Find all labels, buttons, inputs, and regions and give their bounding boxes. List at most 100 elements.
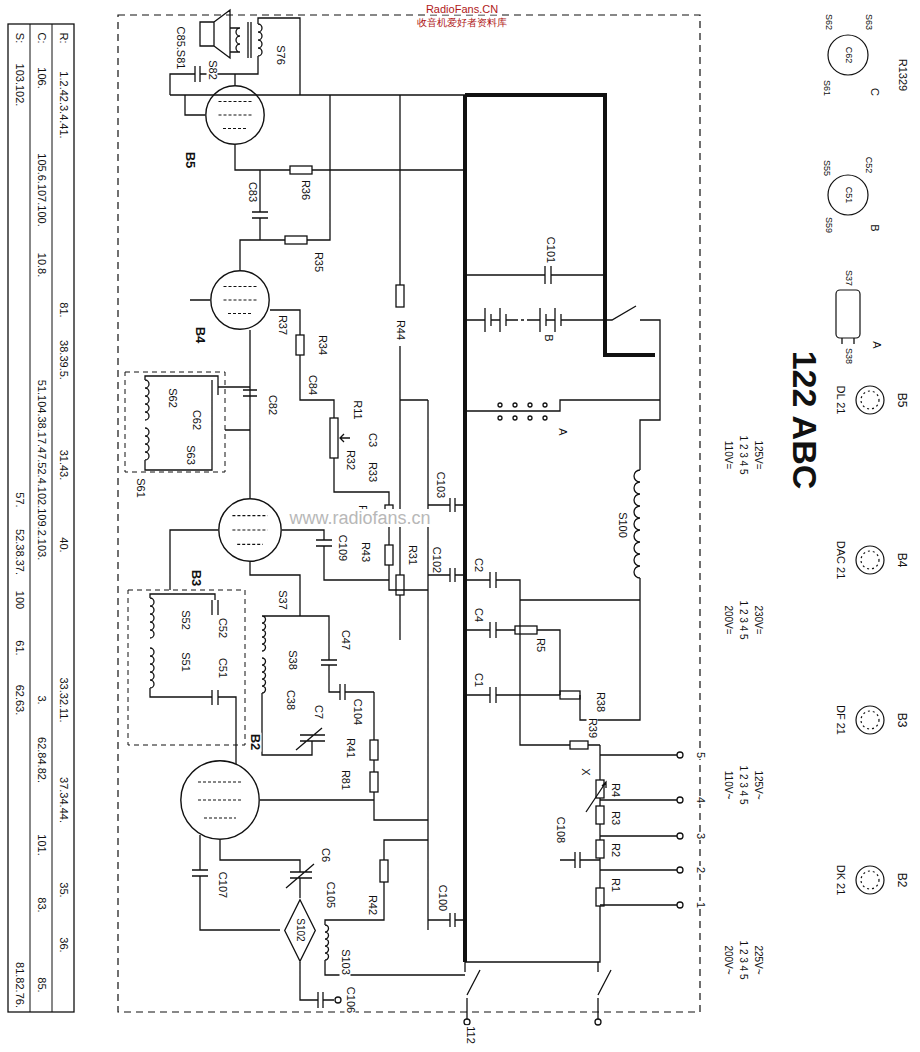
part-label: C bbox=[869, 87, 880, 97]
socket-label: DAC 21 bbox=[835, 540, 846, 581]
part-label: C38 bbox=[285, 689, 296, 711]
node-label: B3 bbox=[190, 569, 203, 588]
terminal-number: 5 bbox=[695, 751, 706, 759]
socket-label: B3 bbox=[896, 712, 908, 729]
part-label: C4 bbox=[473, 607, 484, 623]
part-label: C84 bbox=[307, 374, 318, 396]
switch-contact bbox=[528, 416, 532, 420]
part-label: S100 bbox=[617, 511, 628, 539]
valve-envelope bbox=[219, 499, 281, 561]
voltage-label: 1 2 3 4 5 bbox=[738, 765, 748, 806]
part-label: A bbox=[871, 340, 882, 349]
valve-envelope bbox=[206, 86, 264, 144]
valve-electrodes bbox=[219, 102, 252, 129]
socket-pins bbox=[861, 391, 879, 409]
socket-pins bbox=[861, 871, 879, 889]
terminal-number: 3 bbox=[695, 832, 706, 840]
valve-symbol: B5 bbox=[205, 85, 265, 145]
part-label: C104 bbox=[352, 698, 363, 726]
table-cell: 52.38.37. bbox=[14, 528, 25, 576]
part-label: S38 bbox=[844, 347, 853, 365]
part-label: S63 bbox=[864, 13, 873, 31]
resistor-symbol bbox=[296, 335, 304, 355]
table-cell: 83. bbox=[36, 896, 47, 913]
table-cell: 85. bbox=[36, 976, 47, 993]
part-label: R11 bbox=[352, 399, 363, 420]
resistor-symbol bbox=[596, 780, 604, 798]
resistor-symbol bbox=[396, 575, 404, 595]
watermark: RadioFans.CN bbox=[425, 4, 499, 15]
table-rule bbox=[30, 24, 52, 1012]
table-cell: 61. bbox=[14, 639, 25, 656]
part-label: C1 bbox=[473, 672, 484, 688]
part-label: S51 bbox=[180, 651, 191, 673]
resistor-symbol bbox=[370, 740, 378, 760]
part-label: S37 bbox=[277, 589, 288, 611]
battery-gap bbox=[515, 319, 530, 320]
resistor-symbols bbox=[285, 166, 604, 906]
part-label: S103 bbox=[340, 948, 351, 976]
part-label: R37 bbox=[277, 314, 288, 336]
part-label: R4 bbox=[610, 782, 621, 798]
valve-symbol: B3 bbox=[218, 498, 282, 562]
table-cell: 33.32.11. bbox=[58, 676, 69, 723]
table-cell: 37.34.44. bbox=[58, 776, 69, 824]
part-label: S62 bbox=[824, 13, 833, 31]
watermark: www.radiofans.cn bbox=[288, 509, 431, 527]
part-label: R39 bbox=[587, 717, 598, 739]
terminal-dot bbox=[677, 902, 683, 908]
part-label: S52 bbox=[180, 609, 191, 631]
part-label: C6 bbox=[320, 847, 331, 863]
part-label: C82 bbox=[267, 394, 278, 416]
resistor-symbol bbox=[285, 236, 307, 244]
aerial-terminal bbox=[335, 997, 341, 1003]
switch-contact bbox=[498, 416, 502, 420]
terminal-number: 1 bbox=[695, 901, 706, 909]
socket-label: DK 21 bbox=[835, 864, 846, 897]
part-label: C103 bbox=[435, 471, 446, 499]
table-cell: 1.2.42.3.4.41. bbox=[58, 70, 69, 139]
voltage-label: 200V= bbox=[723, 604, 733, 635]
valve-envelope bbox=[211, 271, 269, 329]
part-label: R33 bbox=[367, 461, 378, 483]
table-cell: 31.43. bbox=[58, 449, 69, 482]
switch-contact bbox=[498, 403, 502, 407]
part-label: R2 bbox=[610, 842, 621, 858]
part-label: R44 bbox=[395, 319, 406, 341]
part-label: C51 bbox=[217, 657, 228, 679]
part-label: C7 bbox=[313, 704, 324, 720]
resistor-symbol bbox=[396, 285, 404, 307]
table-cell: R: bbox=[58, 32, 69, 45]
plug-label: 112 bbox=[465, 1025, 476, 1045]
part-label: R42 bbox=[367, 894, 378, 916]
part-label: R34 bbox=[317, 334, 328, 356]
resistor-symbol bbox=[385, 545, 393, 565]
table-cell: 106. bbox=[36, 66, 47, 89]
watermark: 收音机爱好者资料库 bbox=[416, 18, 508, 28]
part-label: C105 bbox=[325, 881, 336, 909]
voltage-label: 1 2 3 4 5 bbox=[738, 435, 748, 476]
part-label: S59 bbox=[824, 216, 833, 234]
table-cell: 105.6.107.100. bbox=[36, 152, 47, 227]
part-label: R36 bbox=[300, 179, 311, 201]
valve-envelope bbox=[181, 761, 259, 839]
switch-contact bbox=[513, 403, 517, 407]
socket-label: DF 21 bbox=[835, 704, 846, 736]
table-cell: 36. bbox=[58, 936, 69, 953]
socket-label: B5 bbox=[896, 392, 908, 409]
if-can-outline bbox=[128, 590, 245, 745]
part-label: R3 bbox=[610, 810, 621, 826]
part-label: C83 bbox=[247, 181, 258, 203]
part-label: C62 bbox=[191, 409, 202, 431]
terminal-dot bbox=[677, 833, 683, 839]
table-cell: S: bbox=[14, 32, 25, 44]
terminal-number: 2 bbox=[695, 866, 706, 874]
part-label: R5 bbox=[535, 637, 546, 653]
drawing-number: R1329 bbox=[897, 58, 908, 92]
part-label: R43 bbox=[360, 541, 371, 563]
resistor-symbol bbox=[570, 741, 588, 749]
voltage-label: 110V~ bbox=[723, 770, 733, 800]
socket-outline bbox=[856, 546, 884, 574]
socket-label: DL 21 bbox=[835, 385, 846, 416]
socket-pins bbox=[861, 711, 879, 729]
